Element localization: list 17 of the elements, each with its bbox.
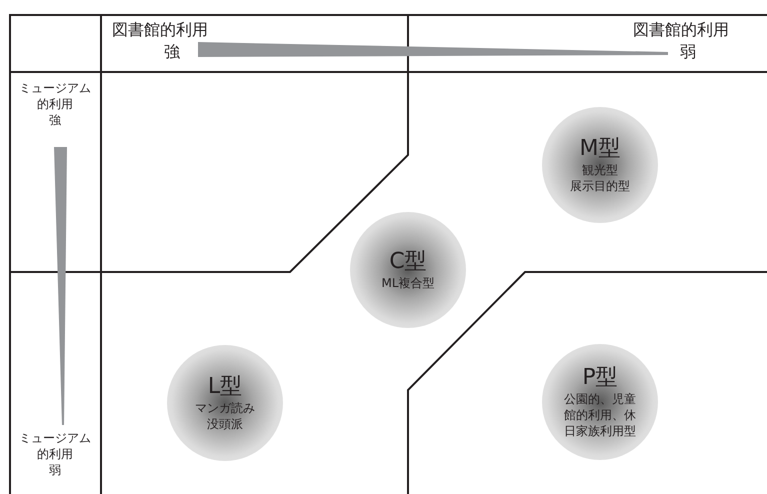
type-title: M型 xyxy=(580,136,620,162)
type-title: P型 xyxy=(582,365,618,391)
type-description: マンガ読み没頭派 xyxy=(195,400,255,432)
type-description: 公園的、児童館的利用、休日家族利用型 xyxy=(564,391,636,439)
type-description: ML複合型 xyxy=(380,275,436,291)
axis-label: 強 xyxy=(164,42,180,62)
axis-label: ミュージアム的利用 xyxy=(19,430,91,462)
axis-label: 弱 xyxy=(49,462,61,478)
axis-label: ミュージアム的利用 xyxy=(19,80,91,112)
axis-label: 図書館的利用 xyxy=(633,20,729,40)
axis-label: 図書館的利用 xyxy=(112,20,208,40)
axis-label: 弱 xyxy=(680,42,696,62)
type-title: L型 xyxy=(208,374,242,400)
axis-label: 強 xyxy=(49,112,61,128)
type-description: 観光型 xyxy=(581,162,619,178)
type-description: 展示目的型 xyxy=(570,178,630,194)
type-title: C型 xyxy=(389,249,427,275)
